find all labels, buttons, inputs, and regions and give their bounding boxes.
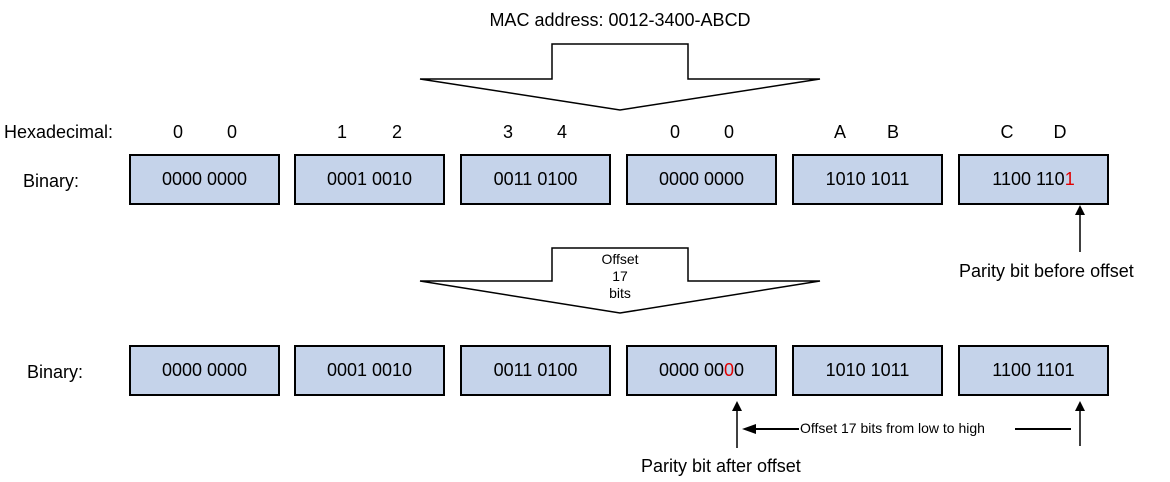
offset-note-arrowhead — [742, 424, 756, 434]
byte-box: 0011 0100 — [460, 345, 611, 396]
byte-bits: 0000 0000 — [161, 169, 248, 189]
hex-digit: 0 — [172, 122, 183, 142]
byte-bits: 1010 1011 — [825, 360, 910, 380]
byte-bits: 0000 0000 — [161, 360, 248, 380]
offset-note-label: Offset 17 bits from low to high — [800, 420, 985, 436]
hex-digit: D — [1053, 122, 1067, 142]
offset-arrow-line3: bits — [609, 285, 631, 301]
offset-block-arrow — [419, 247, 821, 314]
hex-digit: B — [886, 122, 899, 142]
hex-digit: A — [833, 122, 846, 142]
hex-digit: C — [1000, 122, 1014, 142]
parity-bit: 1 — [1064, 169, 1075, 189]
byte-box: 0001 0010 — [294, 154, 445, 205]
offset-source-arrowhead — [1075, 401, 1085, 411]
byte-bits: 1010 1011 — [825, 169, 910, 189]
byte-bits: 0011 0100 — [493, 169, 578, 189]
byte-bits: 0000 0000 — [658, 169, 745, 189]
byte-box: 0011 0100 — [460, 154, 611, 205]
byte-box: 0000 0000 — [129, 345, 280, 396]
hex-digit: 4 — [556, 122, 567, 142]
byte-box: 0000 0000 — [129, 154, 280, 205]
byte-bits: 0011 0100 — [493, 360, 578, 380]
hex-digit: 0 — [669, 122, 680, 142]
binary-label-before: Binary: — [23, 171, 80, 191]
byte-bits: 0000 00 — [658, 360, 725, 380]
parity-before-label: Parity bit before offset — [959, 261, 1134, 281]
hex-digit: 1 — [336, 122, 347, 142]
mac-address-title: MAC address: 0012-3400-ABCD — [489, 10, 751, 30]
hex-digit: 0 — [226, 122, 237, 142]
parity-before-arrowhead — [1075, 205, 1085, 215]
parity-after-label: Parity bit after offset — [641, 456, 801, 476]
byte-box: 0001 0010 — [294, 345, 445, 396]
byte-bits: 0001 0010 — [326, 169, 413, 189]
byte-bits: 1100 110 — [992, 169, 1065, 189]
offset-arrow-line1: Offset — [601, 251, 639, 267]
offset-arrow-text: Offset 17 bits — [570, 251, 670, 302]
byte-box: 1010 1011 — [792, 345, 943, 396]
byte-box: 0000 0000 — [626, 154, 777, 205]
hex-digit: 0 — [723, 122, 734, 142]
hex-digit: 2 — [391, 122, 402, 142]
byte-box: 1010 1011 — [792, 154, 943, 205]
top-block-arrow — [419, 43, 821, 111]
hex-digit: 3 — [502, 122, 513, 142]
hexadecimal-label: Hexadecimal: — [4, 122, 114, 142]
byte-bits: 0 — [734, 360, 745, 380]
offset-arrow-line2: 17 — [612, 268, 628, 284]
parity-bit: 0 — [724, 360, 735, 380]
byte-bits: 1100 1101 — [992, 360, 1075, 380]
byte-box: 1100 1101 — [958, 345, 1109, 396]
byte-bits: 0001 0010 — [326, 360, 413, 380]
binary-label-after: Binary: — [27, 362, 84, 382]
parity-after-arrowhead — [732, 401, 742, 411]
